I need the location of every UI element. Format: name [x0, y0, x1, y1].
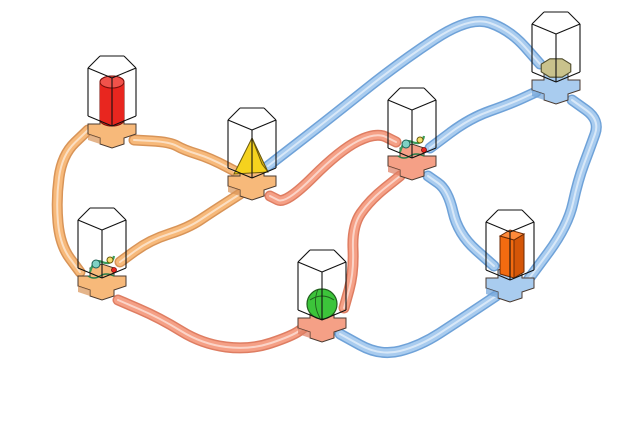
edge-n4-n5 [338, 170, 406, 314]
edge-n2-n6 [262, 15, 546, 172]
edge-n4-n7 [422, 170, 500, 272]
creature-object [397, 135, 427, 159]
wireframe-cube [387, 87, 437, 159]
node-n4 [387, 87, 437, 181]
pad-side [486, 288, 498, 298]
pad-side [228, 186, 240, 196]
node-n6 [531, 11, 581, 105]
pad-side [388, 166, 400, 176]
pad-side [298, 328, 310, 338]
pad-side [78, 286, 90, 296]
edges-layer [51, 15, 602, 358]
wireframe-cube [297, 249, 347, 321]
wireframe-cube [227, 107, 277, 179]
edge-n3-n2 [114, 188, 246, 268]
wireframe-cube [531, 11, 581, 83]
node-n5 [297, 249, 347, 343]
yellow-pyramid-object [233, 136, 269, 175]
edge-n5-n7 [334, 290, 502, 358]
edge-n1-n2 [128, 134, 250, 182]
wireframe-cube [87, 55, 137, 127]
wireframe-cube [485, 209, 535, 281]
edge-n6-n7 [522, 94, 602, 286]
wireframe-cube [77, 207, 127, 279]
edge-n4-n6 [424, 86, 542, 154]
nodes-layer [77, 11, 581, 343]
edge-n2-n4 [264, 129, 402, 206]
node-n2 [227, 107, 277, 201]
node-n7 [485, 209, 535, 303]
pad-side [88, 134, 100, 144]
node-n3 [77, 207, 127, 301]
edge-n3-n5 [112, 294, 312, 354]
orange-box-object [498, 229, 526, 279]
edge-n1-n3 [51, 124, 94, 278]
node-n1 [87, 55, 137, 149]
pad-side [532, 90, 544, 100]
